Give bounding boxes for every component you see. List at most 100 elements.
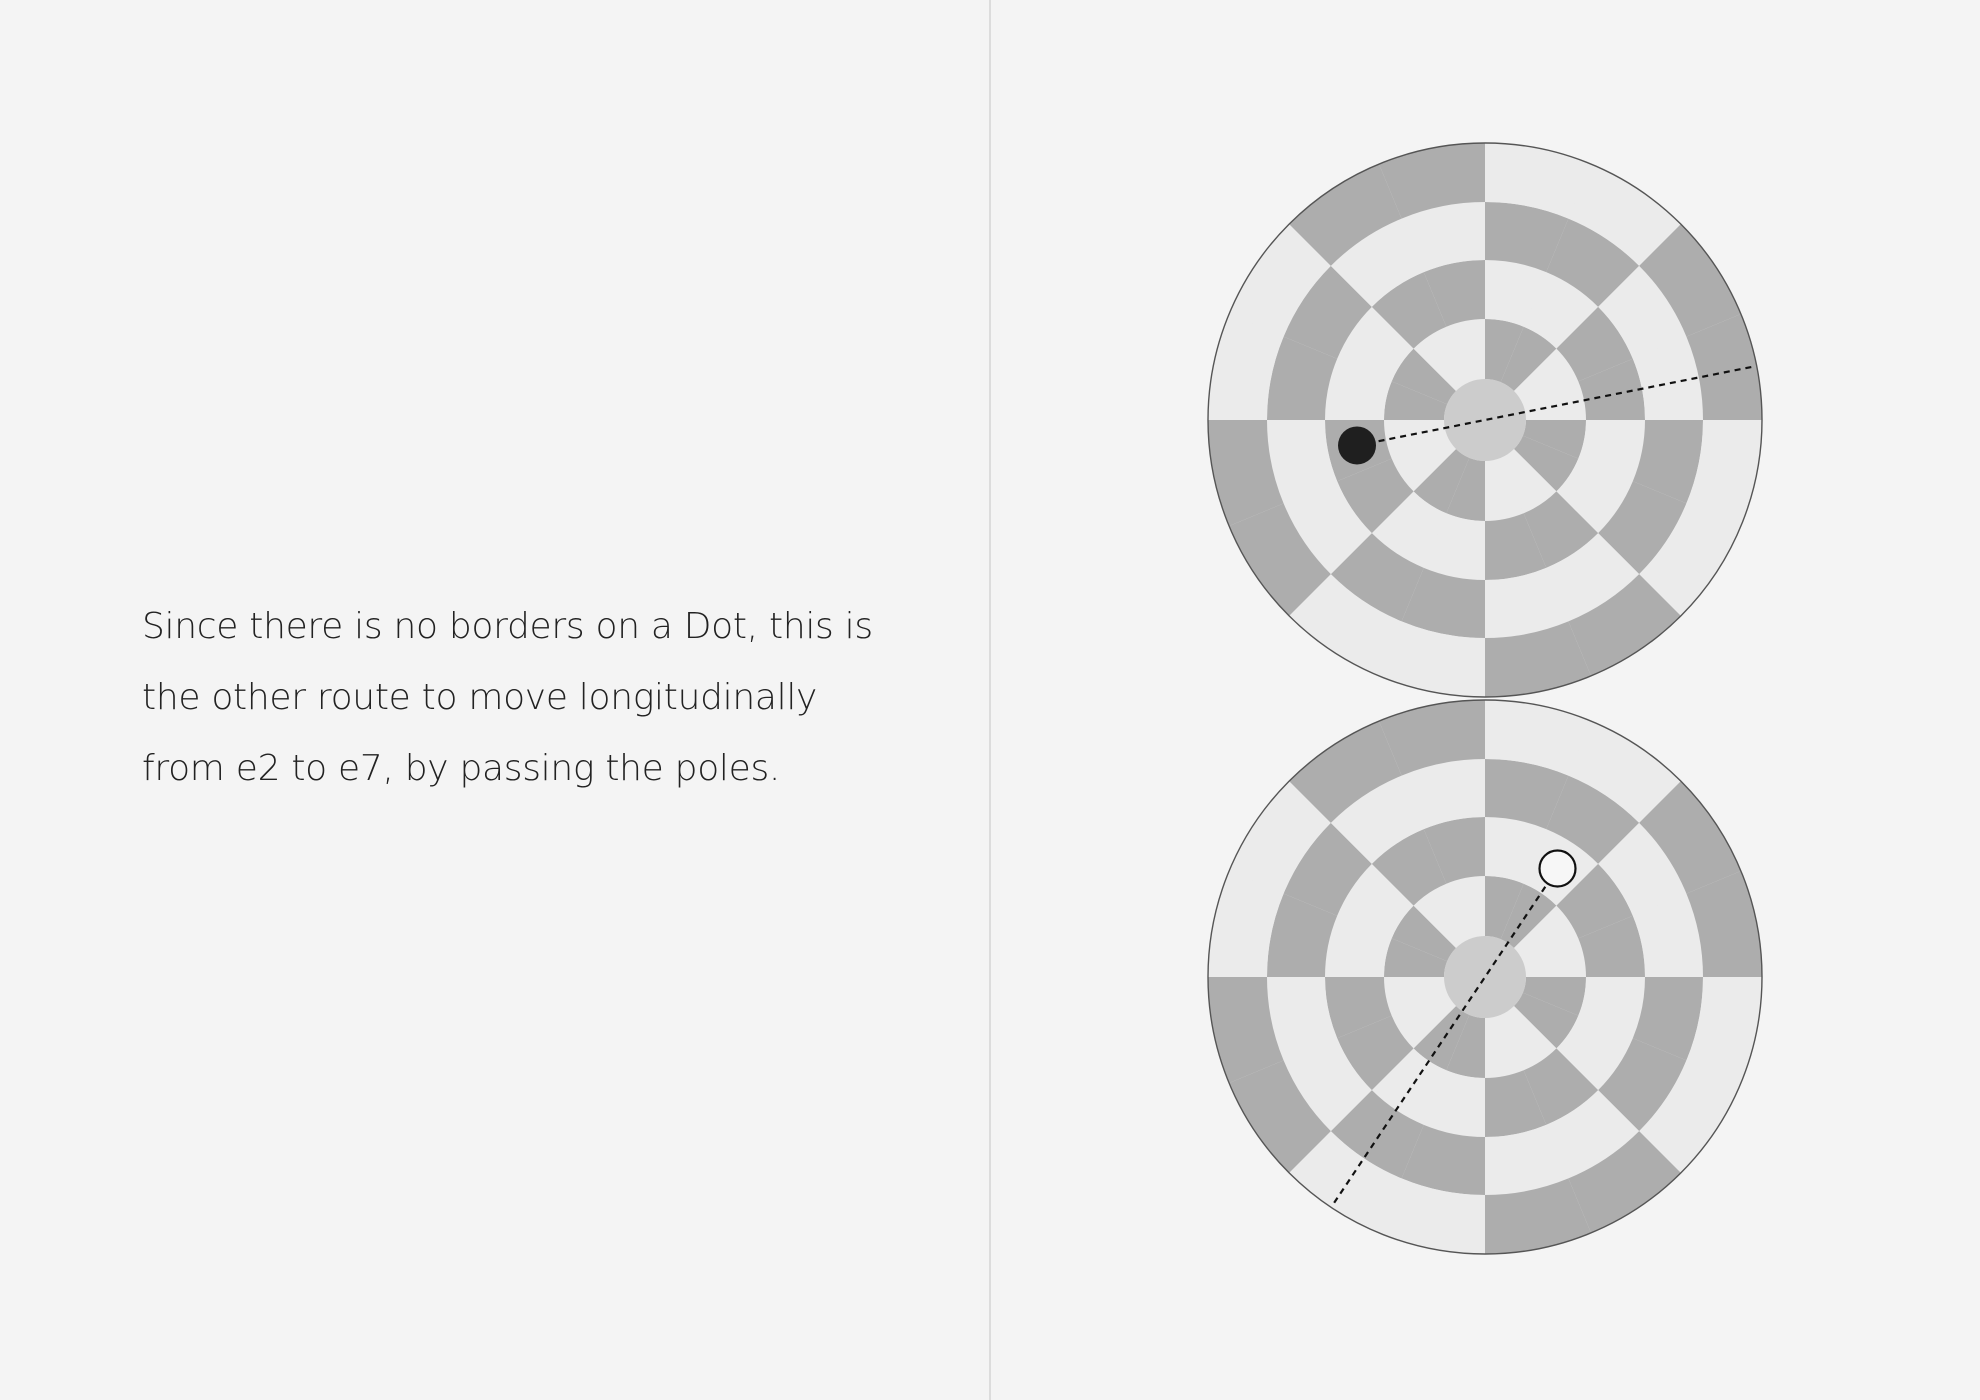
board-cell-r3-s0 [1485,202,1569,273]
board-cell-r4-s9 [1289,1131,1402,1233]
board-cell-r3-s1 [1546,775,1640,864]
board-cell-r1-s14 [1413,883,1470,949]
board-cell-r1-s7 [1485,457,1524,521]
board-cell-r1-s5 [1513,992,1579,1049]
board-cell-r4-s5 [1639,503,1741,616]
board-cell-r2-s13 [1337,863,1414,939]
board-cell-r1-s3 [1522,381,1586,420]
board-cell-r1-s13 [1391,348,1457,405]
board-cell-r4-s5 [1639,1060,1741,1173]
board-cell-r2-s6 [1523,491,1599,568]
board-cell-r4-s8 [1379,621,1485,697]
board-cell-r3-s2 [1598,265,1687,359]
board-cell-r1-s0 [1485,319,1524,383]
caption-line-1: Since there is no borders on a Dot, this… [142,606,873,647]
board-cell-r4-s12 [1208,314,1284,420]
board-cell-r4-s14 [1289,164,1402,266]
board-cell-r2-s15 [1423,260,1485,327]
board-cell-r2-s8 [1423,513,1485,580]
board-cell-r3-s5 [1598,1038,1687,1132]
board-cell-r2-s7 [1485,1070,1547,1137]
board-cell-r3-s6 [1546,533,1640,622]
board-cell-r1-s10 [1391,435,1457,492]
board-cell-r1-s12 [1384,938,1448,977]
board-cell-r3-s8 [1401,567,1485,638]
board-cell-r2-s12 [1325,915,1392,977]
board-cell-r1-s1 [1500,326,1557,392]
board-cell-r4-s11 [1208,977,1284,1083]
board-cell-r2-s3 [1578,358,1645,420]
board-cell-r4-s3 [1686,314,1762,420]
board-cell-r2-s0 [1485,260,1547,327]
board-cell-r4-s13 [1229,224,1331,337]
board-cell-r2-s14 [1371,272,1447,349]
board-outline [1207,142,1763,698]
board-cell-r3-s5 [1598,481,1687,575]
board-cell-r2-s4 [1578,977,1645,1039]
board-cell-r1-s6 [1500,448,1557,514]
board-cell-r1-s1 [1500,883,1557,949]
board-cell-r4-s4 [1686,420,1762,526]
board-cell-r4-s6 [1568,1131,1681,1233]
board-cell-r4-s0 [1485,143,1591,219]
board-cell-r4-s15 [1379,143,1485,219]
board-cell-r2-s15 [1423,817,1485,884]
pole-cap [1444,379,1526,461]
board-cell-r3-s6 [1546,1090,1640,1179]
board-cell-r4-s11 [1208,420,1284,526]
board-cell-r3-s10 [1283,1038,1372,1132]
board-cell-r1-s14 [1413,326,1470,392]
board-cell-r1-s8 [1446,457,1485,521]
board-cell-r1-s5 [1513,435,1579,492]
board-cell-r3-s12 [1267,893,1338,977]
board-cell-r3-s15 [1401,202,1485,273]
pole-cap [1444,936,1526,1018]
board-cell-r1-s8 [1446,1014,1485,1078]
board-cell-r4-s12 [1208,871,1284,977]
board-cell-r4-s1 [1568,721,1681,823]
board-cell-r2-s3 [1578,915,1645,977]
board-cell-r4-s6 [1568,574,1681,676]
board-cell-r3-s9 [1330,1090,1424,1179]
route-line [1356,365,1756,447]
board-cell-r4-s2 [1639,781,1741,894]
board-cell-r2-s0 [1485,817,1547,884]
board-cell-r2-s4 [1578,420,1645,482]
board-cell-r2-s1 [1523,272,1599,349]
board-cell-r2-s5 [1556,458,1633,534]
board-cell-r4-s7 [1485,1178,1591,1254]
board-cell-r4-s0 [1485,700,1591,776]
board-cell-r4-s15 [1379,700,1485,776]
board-cell-r2-s10 [1337,1015,1414,1091]
board-cell-r3-s4 [1632,420,1703,504]
white-stone [1538,849,1577,888]
board-cell-r1-s0 [1485,876,1524,940]
board-cell-r1-s12 [1384,381,1448,420]
board-cell-r4-s8 [1379,1178,1485,1254]
board-cell-r2-s14 [1371,829,1447,906]
page-divider [989,0,991,1400]
board-cell-r3-s2 [1598,822,1687,916]
board-cell-r2-s10 [1337,458,1414,534]
board-outline [1207,699,1763,1255]
board-cell-r3-s11 [1267,977,1338,1061]
board-cell-r4-s4 [1686,977,1762,1083]
board-cell-r2-s7 [1485,513,1547,580]
text-panel: Since there is no borders on a Dot, this… [0,0,989,1400]
board-cell-r3-s14 [1330,218,1424,307]
board-cell-r1-s10 [1391,992,1457,1049]
board-cell-r3-s1 [1546,218,1640,307]
board-cell-r1-s2 [1513,348,1579,405]
route-line [1330,867,1559,1208]
board-cell-r3-s14 [1330,775,1424,864]
board-cell-r1-s9 [1413,448,1470,514]
board-cell-r3-s15 [1401,759,1485,830]
board-cell-r1-s11 [1384,977,1448,1016]
board-cell-r2-s13 [1337,306,1414,382]
board-cell-r3-s8 [1401,1124,1485,1195]
board-cell-r2-s9 [1371,1048,1447,1125]
diagram-panel [991,0,1980,1400]
board-cell-r1-s4 [1522,420,1586,459]
black-stone [1338,426,1377,465]
